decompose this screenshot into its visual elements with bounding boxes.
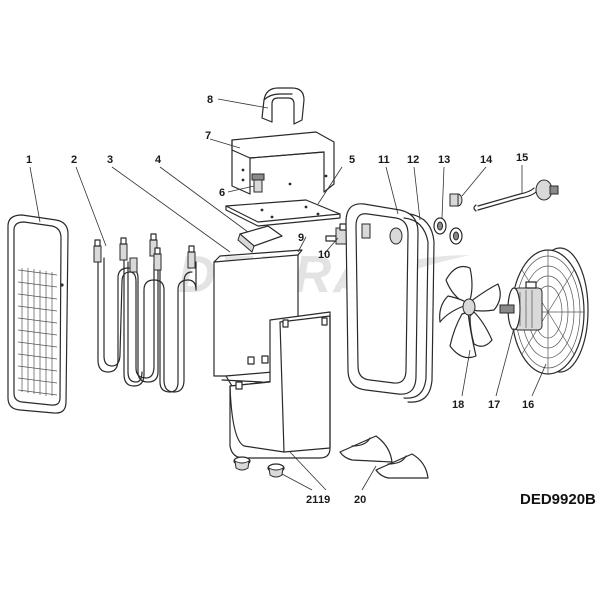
front-grille-icon <box>7 214 69 414</box>
part-label-12: 12 <box>407 154 419 166</box>
knob-shaft-icon <box>251 173 265 193</box>
part-label-8: 8 <box>207 94 213 106</box>
part-label-13: 13 <box>438 154 450 166</box>
grommet-icon <box>433 217 463 245</box>
part-labels: 1 2 3 4 5 6 7 8 9 10 11 12 13 14 15 16 1… <box>26 94 534 506</box>
part-label-20: 20 <box>354 494 366 506</box>
part-label-3: 3 <box>107 154 113 166</box>
rear-fan-guard-icon <box>511 247 589 375</box>
deflector-bracket-icon <box>237 225 283 253</box>
handle-icon <box>261 87 305 125</box>
base-plate-icon <box>225 199 341 227</box>
part-label-16: 16 <box>522 399 534 411</box>
part-label-1: 1 <box>26 154 32 166</box>
heating-element-icon <box>93 233 197 393</box>
fan-blade-icon <box>439 265 501 359</box>
part-label-19: 19 <box>318 494 330 506</box>
part-label-14: 14 <box>480 154 493 166</box>
part-label-7: 7 <box>205 130 211 142</box>
part-label-21: 21 <box>306 494 318 506</box>
model-code: DED9920B <box>520 491 596 508</box>
part-label-18: 18 <box>452 399 464 411</box>
rubber-foot-icon <box>233 456 285 478</box>
part-label-6: 6 <box>219 187 225 199</box>
foot-bracket-icon <box>339 435 429 479</box>
part-label-10: 10 <box>318 249 330 261</box>
top-cover-icon <box>231 131 335 195</box>
cable-gland-icon <box>449 193 463 207</box>
leader-lines <box>29 98 547 491</box>
power-cord-icon <box>473 179 559 212</box>
part-label-11: 11 <box>378 154 390 166</box>
gasket-icon <box>403 213 435 403</box>
part-label-15: 15 <box>516 152 528 164</box>
part-label-5: 5 <box>349 154 355 166</box>
fan-motor-icon <box>499 281 543 331</box>
part-label-2: 2 <box>71 154 77 166</box>
part-label-17: 17 <box>488 399 500 411</box>
rear-frame-icon <box>345 203 419 395</box>
part-label-9: 9 <box>298 232 304 244</box>
part-label-4: 4 <box>155 154 162 166</box>
